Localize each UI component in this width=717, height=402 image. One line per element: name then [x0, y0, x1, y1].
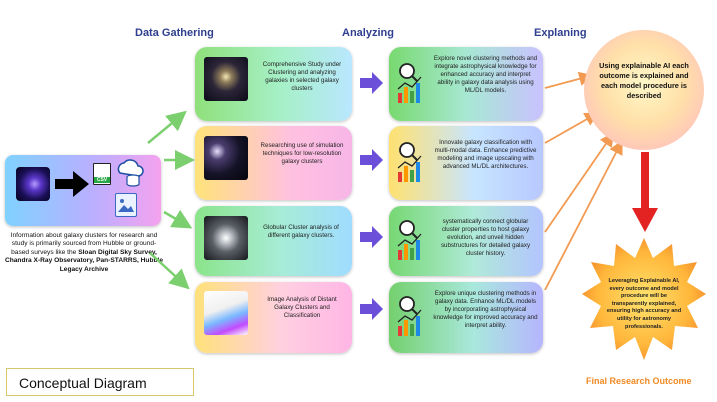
- analyzing-text-4: Explore unique clustering methods in gal…: [433, 290, 538, 329]
- csv-label: CSV: [94, 177, 110, 183]
- right-arrow-icon: [55, 171, 89, 197]
- source-description: Information about galaxy clusters for re…: [4, 232, 164, 274]
- analytics-chart-icon: [397, 63, 422, 103]
- analyzing-text-1: Explore novel clustering methods and int…: [433, 55, 538, 94]
- galaxy-image: [16, 167, 50, 201]
- analyzing-box-4: Explore unique clustering methods in gal…: [389, 282, 543, 353]
- analyzing-box-1: Explore novel clustering methods and int…: [389, 47, 543, 121]
- diagram-caption: Conceptual Diagram: [6, 368, 194, 396]
- cloud-database-icon: [117, 159, 144, 187]
- starburst-text: Leveraging Explainable AI, every outcome…: [606, 278, 682, 330]
- analyzing-box-3: systematically connect globular cluster …: [389, 206, 543, 276]
- analytics-chart-icon: [397, 296, 422, 336]
- header-data-gathering: Data Gathering: [135, 27, 214, 39]
- gathering-box-4: Image Analysis of Distant Galaxy Cluster…: [195, 282, 352, 353]
- source-surveys: Sloan Digital Sky Survey, Chandra X-Ray …: [4, 248, 164, 273]
- source-box: CSV: [5, 155, 161, 226]
- simulation-thumbnail: [204, 136, 248, 180]
- gathering-text-4: Image Analysis of Distant Galaxy Cluster…: [267, 296, 337, 319]
- gathering-box-1: Comprehensive Study under Clustering and…: [195, 47, 352, 121]
- analyzing-text-2: Innovate galaxy classification with mult…: [434, 139, 537, 170]
- galaxy-cluster-thumbnail: [204, 57, 248, 101]
- source-text: Information about galaxy clusters for re…: [10, 232, 158, 256]
- gathering-text-3: Globular Cluster analysis of different g…: [263, 224, 339, 239]
- gathering-text-1: Comprehensive Study under Clustering and…: [262, 61, 342, 92]
- explainable-ai-circle: Using explainable AI each outcome is exp…: [584, 30, 704, 150]
- header-analyzing: Analyzing: [342, 27, 394, 39]
- analyzing-box-2: Innovate galaxy classification with mult…: [389, 126, 543, 200]
- analytics-chart-icon: [397, 142, 422, 182]
- analyzing-text-3: systematically connect globular cluster …: [440, 218, 531, 257]
- gathering-box-3: Globular Cluster analysis of different g…: [195, 206, 352, 276]
- analytics-chart-icon: [397, 220, 422, 260]
- gathering-box-2: Researching use of simulation techniques…: [195, 126, 352, 200]
- circle-text: Using explainable AI each outcome is exp…: [599, 61, 689, 100]
- globular-cluster-thumbnail: [204, 216, 248, 260]
- final-outcome-starburst: [582, 238, 706, 360]
- gathering-text-2: Researching use of simulation techniques…: [260, 142, 344, 165]
- image-analysis-thumbnail: [204, 291, 248, 335]
- image-file-icon: [115, 193, 137, 217]
- csv-file-icon: CSV: [93, 163, 111, 185]
- header-explaining: Explaning: [534, 27, 587, 39]
- down-arrow-icon: [632, 152, 658, 232]
- final-outcome-label: Final Research Outcome: [586, 376, 692, 386]
